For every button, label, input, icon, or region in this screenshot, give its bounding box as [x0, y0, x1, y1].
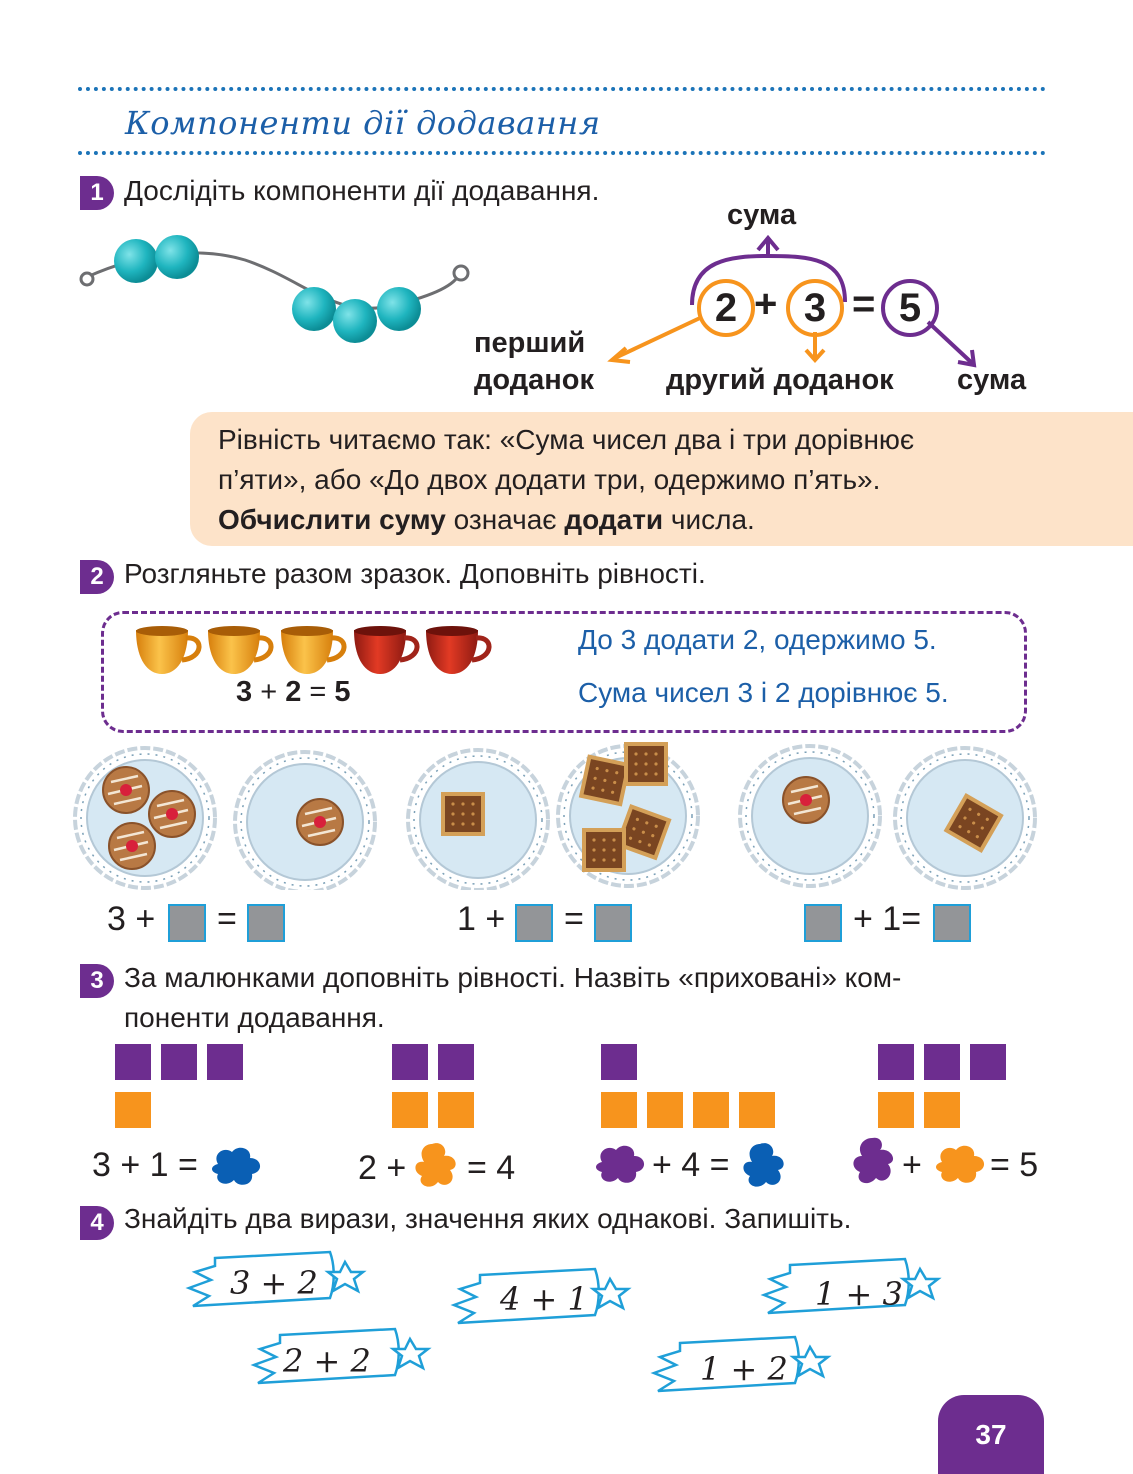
blot-eq2-left: 2 + [358, 1149, 407, 1187]
expression-2: 4 + 1 [500, 1280, 588, 1318]
orange-square [693, 1092, 729, 1128]
orange-square [739, 1092, 775, 1128]
task-3-text-line2: поненти додавання. [124, 1002, 385, 1033]
purple-square [878, 1044, 914, 1080]
answer-box-3a[interactable] [804, 904, 842, 942]
purple-square [207, 1044, 243, 1080]
task-2-number: 2 [80, 560, 114, 594]
sample-eq-b: 2 [285, 676, 302, 708]
task-3-number: 3 [80, 964, 114, 998]
plate-eq3-middle: + 1= [853, 900, 922, 938]
task-2-text: Розгляньте разом зразок. Доповніть рівно… [124, 558, 706, 589]
cups-image [136, 626, 492, 674]
purple-square [601, 1044, 637, 1080]
orange-ink-blot [936, 1145, 985, 1183]
purple-square [115, 1044, 151, 1080]
answer-box-3b[interactable] [933, 904, 971, 942]
purple-square [970, 1044, 1006, 1080]
orange-square [924, 1092, 960, 1128]
task-4-text: Знайдіть два вирази, значення яких однак… [124, 1203, 852, 1234]
blot-eq1-text: 3 + 1 = [92, 1146, 198, 1184]
orange-square [115, 1092, 151, 1128]
answer-box-2a[interactable] [515, 904, 553, 942]
red-cup-2 [426, 626, 492, 674]
sample-equation: 3 + 2 = 5 [236, 676, 351, 709]
blue-ink-blot [743, 1143, 784, 1187]
info-line-2: п’яти», або «До двох додати три, одержим… [218, 464, 881, 495]
blue-ink-blot [212, 1147, 261, 1185]
purple-ink-blot [853, 1137, 894, 1184]
plate-eq1-left: 3 + [107, 900, 156, 938]
orange-square [878, 1092, 914, 1128]
expression-3: 1 + 3 [815, 1275, 903, 1313]
page-number: 37 [938, 1395, 1044, 1474]
page-title: Компоненти дії додавання [125, 104, 601, 142]
sum-right-label: сума [957, 364, 1027, 396]
header-dotted-line-top [78, 87, 1046, 91]
equals-sign: = [852, 282, 876, 326]
purple-square [924, 1044, 960, 1080]
blot-eq3-text: + 4 = [652, 1146, 730, 1184]
info-line-3: Обчислити суму означає додати числа. [218, 500, 755, 540]
sample-eq-equals: = [301, 676, 335, 708]
yellow-cup-3 [281, 626, 347, 674]
task-3-text-line1: За малюнками доповніть рівності. Назвіть… [124, 962, 902, 993]
plates-image [73, 742, 1037, 890]
sample-eq-a: 3 [236, 676, 253, 708]
orange-square [392, 1092, 428, 1128]
answer-box-2b[interactable] [594, 904, 632, 942]
info-line-1: Рівність читаємо так: «Сума чисел два і … [218, 424, 915, 455]
first-addend-label-line2: доданок [474, 364, 595, 396]
plate-eq1-equals: = [217, 900, 237, 938]
orange-ink-blot [415, 1143, 456, 1187]
purple-square [392, 1044, 428, 1080]
purple-square [161, 1044, 197, 1080]
purple-square [438, 1044, 474, 1080]
header-dotted-line-bottom [78, 151, 1046, 155]
info-mid-text: означає [445, 504, 565, 535]
expression-5: 1 + 2 [700, 1350, 788, 1388]
orange-square [601, 1092, 637, 1128]
red-cup-1 [354, 626, 420, 674]
answer-box-1a[interactable] [168, 904, 206, 942]
info-end-text: числа. [663, 504, 755, 535]
sample-eq-plus: + [252, 676, 286, 708]
expression-4: 2 + 2 [283, 1342, 371, 1380]
task-1-text: Дослідіть компоненти дії додавання. [124, 175, 600, 206]
blot-eq4-right: = 5 [990, 1146, 1039, 1184]
sample-box [101, 611, 1027, 733]
second-addend-label: другий доданок [666, 364, 894, 396]
first-addend-circle: 2 [697, 279, 755, 337]
second-addend-circle: 3 [786, 279, 844, 337]
sum-circle: 5 [881, 279, 939, 337]
info-bold-term-2: додати [564, 504, 664, 535]
task-4-number: 4 [80, 1206, 114, 1240]
plate-eq2-left: 1 + [457, 900, 506, 938]
orange-square [647, 1092, 683, 1128]
sample-line-2: Сума чисел 3 і 2 дорівнює 5. [578, 677, 949, 708]
blot-eq4-plus: + [902, 1146, 922, 1184]
sample-line-1: До 3 додати 2, одержимо 5. [578, 624, 937, 655]
info-box [190, 412, 1133, 546]
orange-square [438, 1092, 474, 1128]
purple-ink-blot [596, 1145, 645, 1183]
plate-eq2-equals: = [564, 900, 584, 938]
beads-on-string-image [79, 235, 470, 343]
task-1-number: 1 [80, 176, 114, 210]
blot-eq2-right: = 4 [467, 1149, 516, 1187]
first-addend-label-line1: перший [474, 327, 586, 359]
sum-top-label: сума [727, 199, 797, 231]
answer-box-1b[interactable] [247, 904, 285, 942]
expression-1: 3 + 2 [230, 1264, 318, 1302]
info-bold-term-1: Обчислити суму [218, 504, 446, 535]
yellow-cup-2 [208, 626, 274, 674]
plus-sign: + [754, 282, 778, 326]
sample-eq-c: 5 [334, 676, 351, 708]
yellow-cup-1 [136, 626, 202, 674]
